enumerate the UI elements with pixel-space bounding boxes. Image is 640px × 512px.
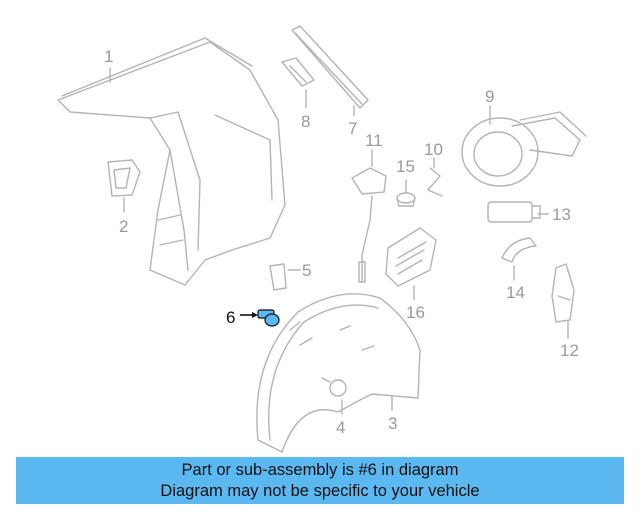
part-5-push-clip — [269, 263, 287, 291]
part-2-bracket — [107, 159, 141, 197]
callout-8: 8 — [301, 112, 310, 131]
callout-10: 10 — [424, 140, 443, 159]
part-7-molding — [291, 25, 369, 109]
callout-13: 13 — [552, 205, 571, 224]
callout-16: 16 — [406, 303, 425, 322]
callout-1: 1 — [104, 47, 113, 66]
banner-line-2: Diagram may not be specific to your vehi… — [160, 482, 480, 500]
callout-9: 9 — [485, 87, 494, 106]
parts-diagram: 1 2 3 4 5 6 7 8 9 10 11 12 13 14 15 16 — [57, 25, 587, 453]
part-3-wheelhouse-liner — [256, 293, 421, 453]
callout-2: 2 — [119, 217, 128, 236]
callout-numbers: 1 2 3 4 5 6 7 8 9 10 11 12 13 14 15 16 — [104, 47, 579, 437]
callout-7: 7 — [348, 119, 357, 138]
part-6-bolt-highlighted[interactable] — [240, 309, 280, 327]
callout-4: 4 — [336, 418, 345, 437]
part-1-quarter-panel — [57, 37, 286, 286]
part-10-spring — [427, 167, 443, 197]
part-15-grommet — [396, 192, 416, 207]
callout-5: 5 — [302, 261, 311, 280]
part-12-bracket — [551, 263, 575, 323]
part-11-release-cable — [351, 167, 387, 283]
info-banner: Part or sub-assembly is #6 in diagram Di… — [16, 457, 624, 504]
banner-line-1: Part or sub-assembly is #6 in diagram — [181, 461, 459, 479]
callout-15: 15 — [396, 157, 415, 176]
part-16-vent — [385, 227, 437, 287]
part-14-hose — [501, 237, 537, 263]
part-13-actuator — [487, 201, 541, 223]
part-8-clip — [281, 57, 315, 87]
callout-12: 12 — [560, 341, 579, 360]
callout-14: 14 — [506, 283, 525, 302]
part-9-fuel-door — [461, 111, 587, 187]
callout-6[interactable]: 6 — [226, 308, 235, 327]
part-4-retainer — [321, 377, 347, 397]
callout-3: 3 — [388, 414, 397, 433]
leader-lines — [109, 67, 569, 415]
callout-11: 11 — [365, 131, 383, 150]
